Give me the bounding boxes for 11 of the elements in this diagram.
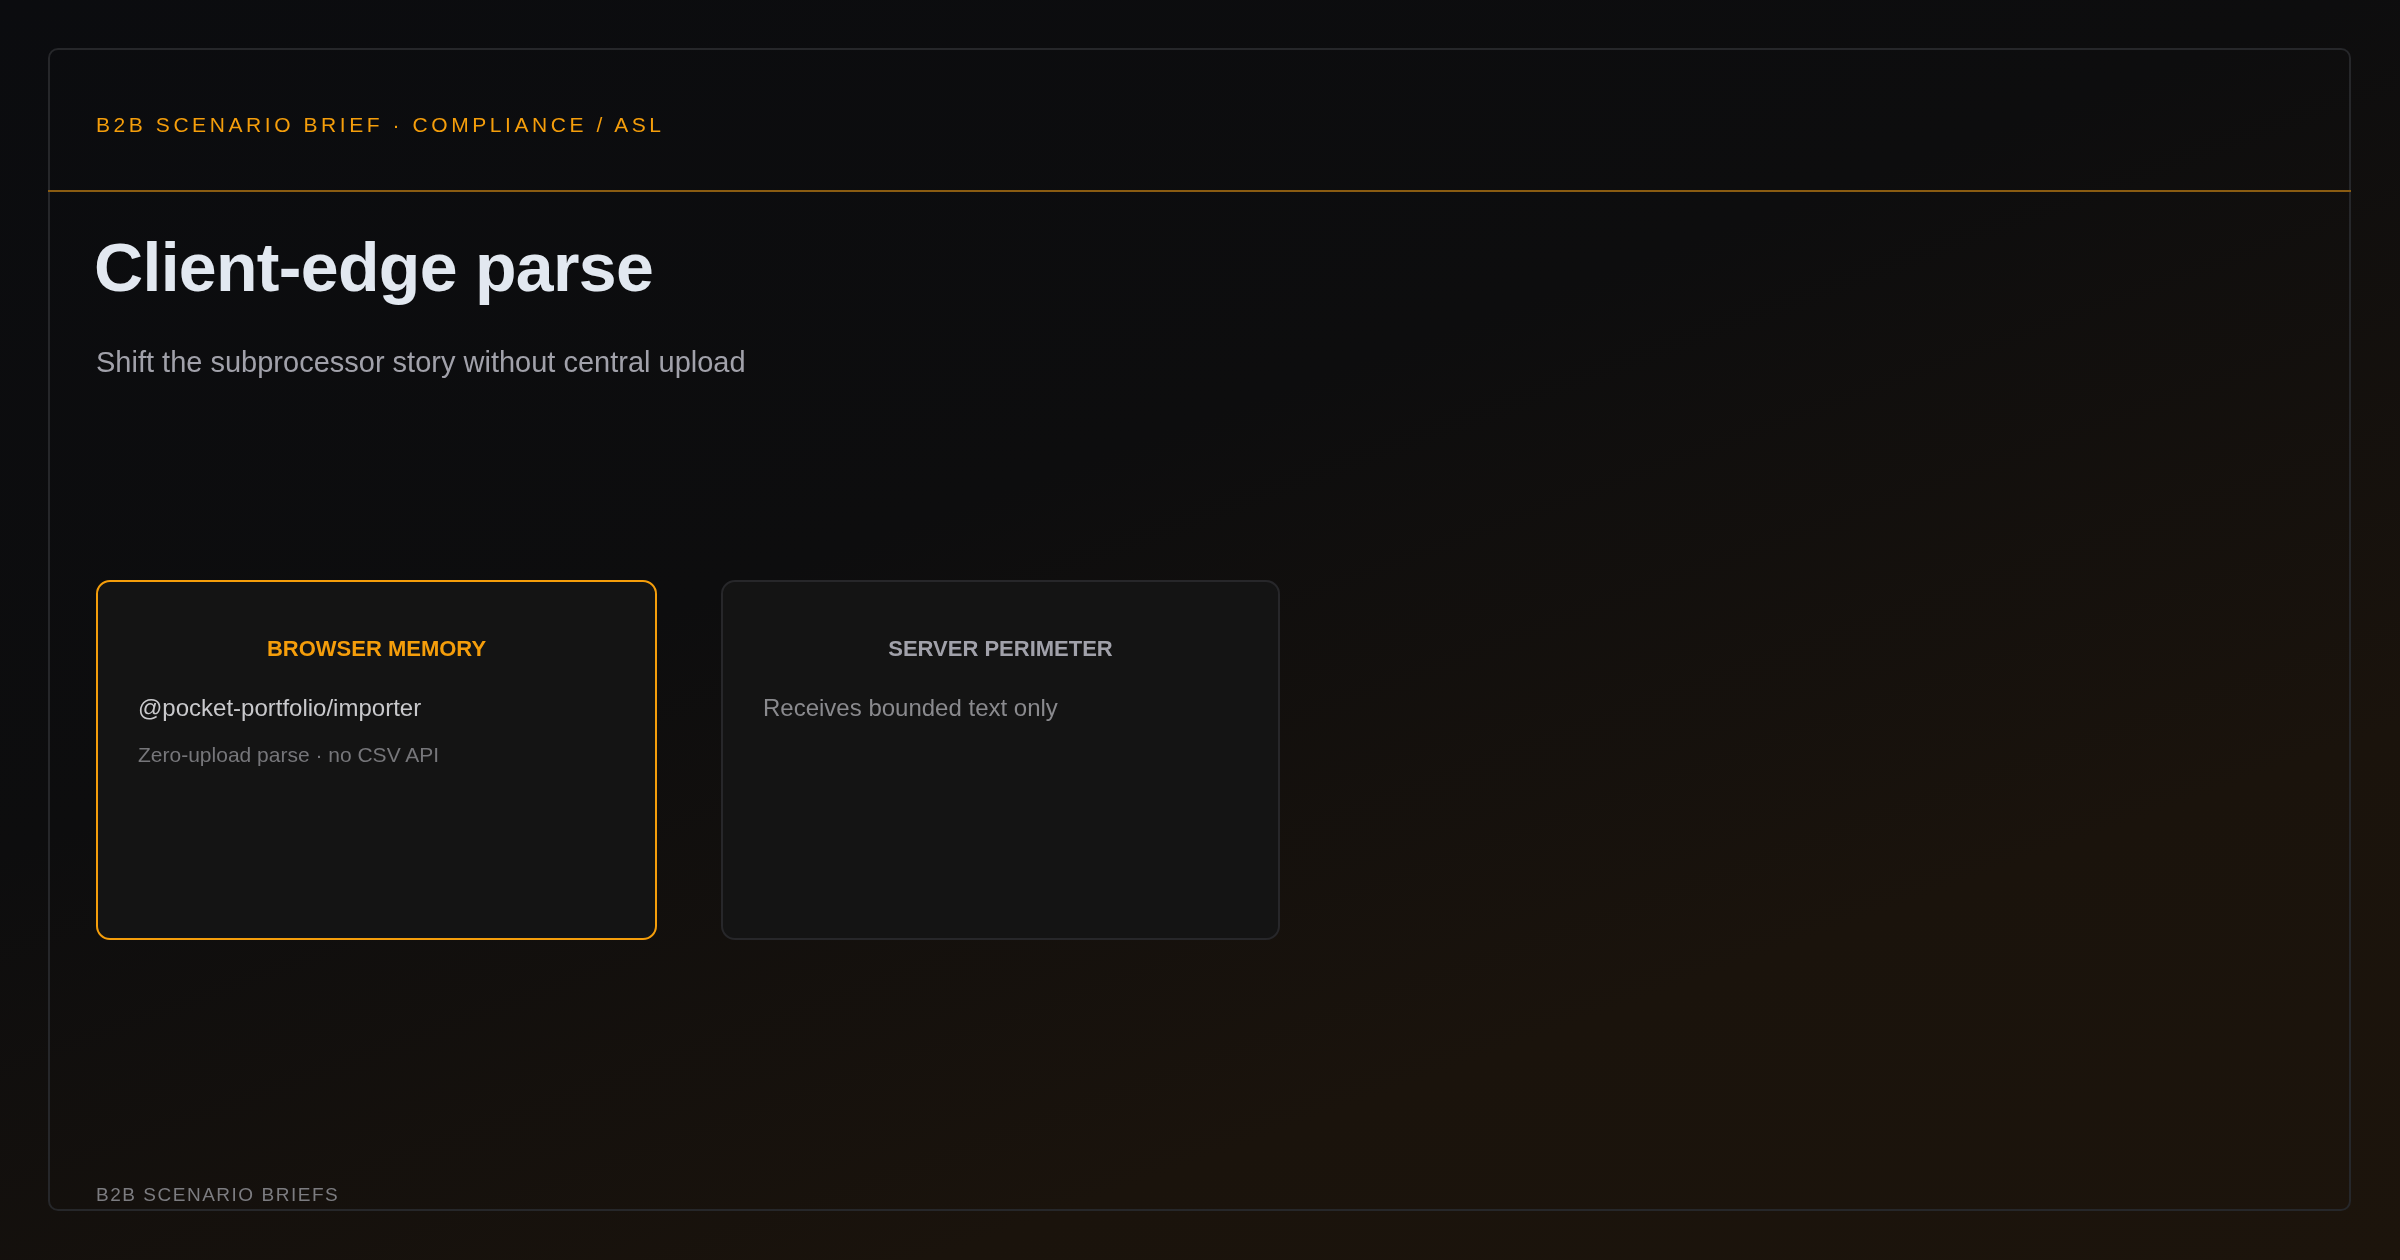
card-heading: BROWSER MEMORY [265, 636, 488, 662]
card-note: Zero-upload parse · no CSV API [138, 743, 440, 767]
eyebrow-text: B2B SCENARIO BRIEF · COMPLIANCE / ASL [96, 113, 665, 137]
panel-card [96, 580, 657, 940]
package-name: @pocket-portfolio/importer [138, 694, 422, 722]
panel-card [721, 580, 1280, 940]
card-note: Receives bounded text only [763, 694, 1058, 722]
page-title: Client-edge parse [94, 228, 654, 306]
card-heading: SERVER PERIMETER [887, 636, 1114, 662]
footer-text: B2B SCENARIO BRIEFS [96, 1184, 340, 1206]
subtitle-text: Shift the subprocessor story without central upload [96, 346, 746, 379]
